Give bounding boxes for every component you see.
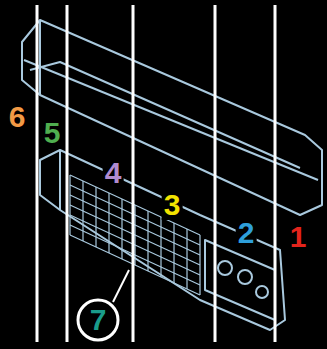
callout-circle: 7 (76, 298, 120, 342)
callout-number: 6 (7, 102, 28, 132)
callout-number: 3 (162, 190, 183, 220)
callout-number: 5 (42, 118, 63, 148)
leader-line (113, 270, 129, 302)
circle-outline (78, 300, 118, 340)
divider-lines (37, 5, 275, 342)
callout-number: 1 (288, 222, 309, 252)
grille (70, 175, 200, 295)
callout-number: 4 (103, 158, 124, 188)
callout-number: 2 (236, 218, 257, 248)
callout-number: 7 (90, 305, 107, 335)
